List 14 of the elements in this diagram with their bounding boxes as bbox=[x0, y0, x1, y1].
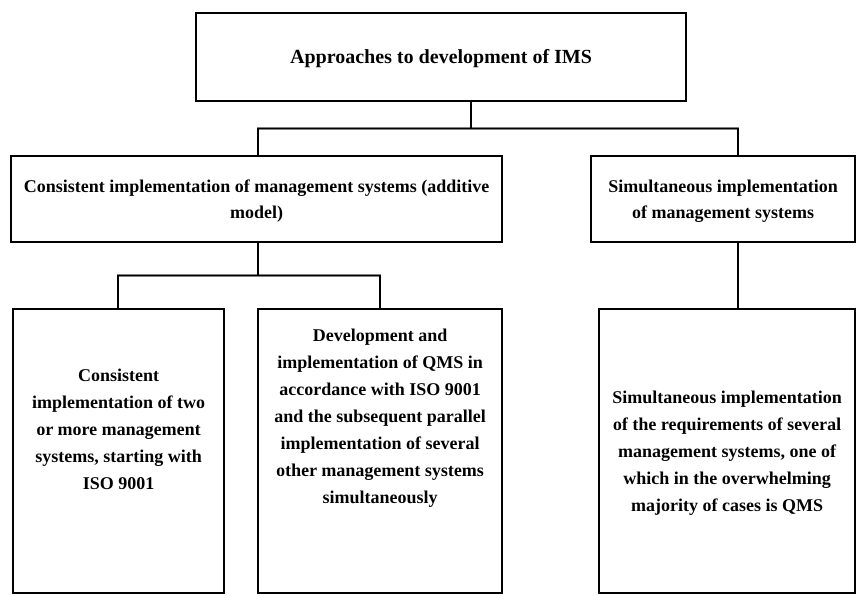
box-text: Consistent implementation of management systems (additive model) bbox=[22, 175, 490, 224]
text-box bbox=[590, 155, 856, 243]
text-box bbox=[257, 308, 503, 594]
text-box bbox=[12, 308, 225, 594]
box-text: Consistent implementation of two or more management systems, starting with ISO 9001 bbox=[31, 364, 206, 495]
box-text: Simultaneous implementation of the requirements of several management systems, one of which in the overwhelming majority of cases is QMS bbox=[611, 386, 843, 517]
box-text: Simultaneous implementation of management systems bbox=[607, 175, 839, 224]
box-text: Approaches to development of IMS bbox=[290, 45, 592, 70]
connector-line bbox=[737, 243, 739, 308]
text-box bbox=[195, 12, 687, 102]
text-box bbox=[598, 308, 856, 594]
text-box bbox=[10, 155, 503, 243]
box-text: Development and implementation of QMS in accordance with ISO 9001 and the subsequent parallel implementation of several other management systems simultaneously bbox=[273, 324, 487, 509]
connector-line bbox=[470, 102, 739, 155]
